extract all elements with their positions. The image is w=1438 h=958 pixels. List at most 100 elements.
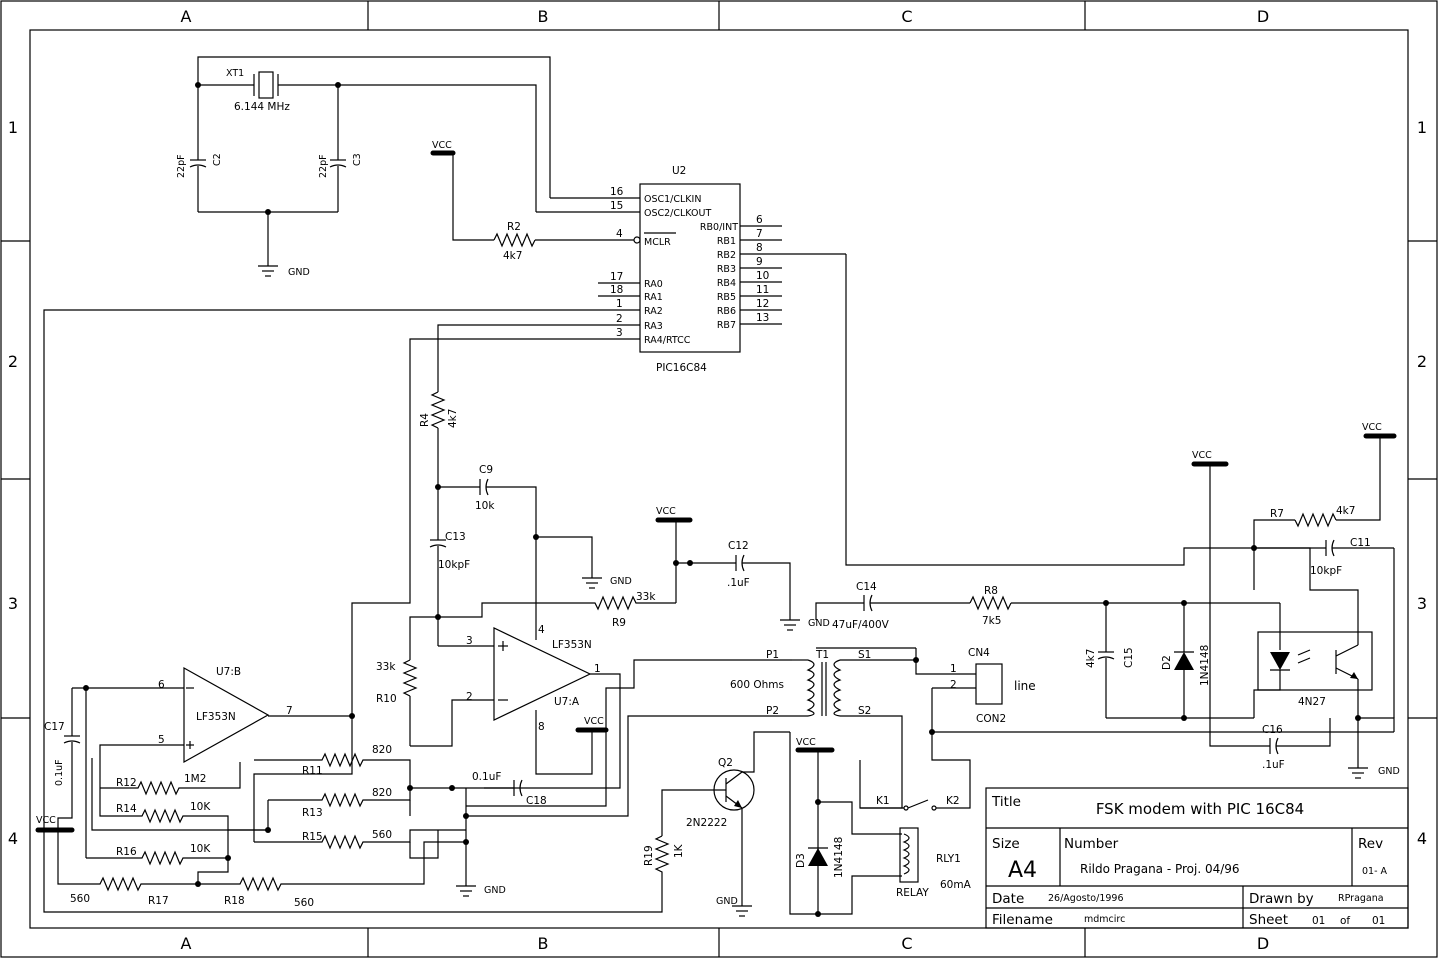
u2-pin18-name: RA1 (644, 292, 663, 303)
r13-ref: R13 (302, 807, 323, 819)
r10-resistor: 33k R10 (376, 659, 494, 747)
gnd-label-q2: GND (716, 896, 738, 907)
row-label-3-right: 3 (1417, 594, 1427, 613)
u2-pin10-name: RB4 (717, 278, 736, 289)
reset-network: VCC R2 4k7 (430, 140, 598, 262)
column-labels: A B C D A B C D (181, 7, 1270, 953)
c18-ref: C18 (526, 795, 547, 807)
u2-pin17-name: RA0 (644, 279, 663, 290)
u2-pin4-name: MCLR (644, 237, 671, 248)
r4-ref: R4 (419, 413, 431, 427)
cn4-label: line (1014, 679, 1036, 693)
c18-value: 0.1uF (472, 771, 501, 783)
r15-value: 560 (372, 829, 392, 841)
u2-pin3-number: 3 (616, 327, 623, 339)
resistor-network: R11 820 R12 1M2 R13 820 R14 10K R15 560 … (57, 659, 792, 909)
r19-value: 1K (673, 843, 685, 858)
column-label-b: B (538, 7, 549, 26)
c12-ref: C12 (728, 540, 749, 552)
r12-ref: R12 (116, 777, 137, 789)
u2-pin11-number: 11 (756, 284, 769, 296)
title-block: Title FSK modem with PIC 16C84 Size A4 N… (985, 787, 1409, 929)
u7a-part: LF353N (552, 639, 592, 651)
row-label-1: 1 (8, 118, 18, 137)
u7b-ref: U7:B (216, 666, 241, 678)
r4-value: 4k7 (447, 409, 459, 428)
u2-ref: U2 (672, 165, 686, 177)
row-label-2: 2 (8, 352, 18, 371)
r16-ref: R16 (116, 846, 137, 858)
c2-value: 22pF (176, 154, 187, 178)
opamp-u7b: U7:B LF353N 6 5 7 (72, 666, 355, 858)
u2-pin4-number: 4 (616, 228, 623, 240)
transformer-t1: P1 P2 T1 S1 S2 600 Ohms (730, 649, 916, 809)
q2-part: 2N2222 (686, 817, 727, 829)
drawn-by-label: Drawn by (1249, 891, 1314, 907)
size-label: Size (992, 836, 1020, 852)
d2-part: 1N4148 (1199, 645, 1211, 686)
vcc-label-reset: VCC (432, 140, 452, 151)
r11-value: 820 (372, 744, 392, 756)
u2-pin1-number: 1 (616, 298, 623, 310)
d3-ref: D3 (795, 853, 807, 868)
u2-part: PIC16C84 (656, 362, 707, 374)
filename-value: mdmcirc (1084, 914, 1125, 925)
row-label-2-right: 2 (1417, 352, 1427, 371)
r2-ref: R2 (507, 221, 521, 233)
date-label: Date (992, 891, 1024, 907)
sheet-label: Sheet (1249, 912, 1288, 928)
oscillator-section: XT1 6.144 MHz 22pF C2 22pF C3 GND (176, 56, 551, 278)
r13-value: 820 (372, 787, 392, 799)
size-value: A4 (1008, 858, 1037, 883)
coupling-caps: C17 0.1uF VCC 0.1uF C18 (35, 688, 547, 833)
tx-wire (43, 830, 663, 913)
transistor-q2: GND Q2 2N2222 R19 1K (643, 731, 790, 917)
d3-part: 1N4148 (833, 837, 845, 878)
u2-pin8-name: RB2 (717, 250, 736, 261)
c12-value: .1uF (727, 577, 750, 589)
r9-value: 33k (636, 591, 656, 603)
column-label-d: D (1257, 7, 1269, 26)
r17-value: 560 (70, 893, 90, 905)
signal-wires (43, 254, 1254, 830)
row-label-4-right: 4 (1417, 829, 1427, 848)
c16-ref: C16 (1262, 724, 1283, 736)
vcc-label-relay: VCC (796, 737, 816, 748)
rev-label: Rev (1358, 836, 1383, 852)
u7a-ref: U7:A (554, 696, 580, 708)
r11-ref: R11 (302, 765, 323, 777)
sheet-of-label: of (1340, 915, 1350, 927)
u2-pin1-name: RA2 (644, 306, 663, 317)
row-label-4: 4 (8, 829, 18, 848)
gnd-label-u7a: GND (610, 576, 632, 587)
cn4-pin2: 2 (950, 679, 957, 691)
u7a-pin-out: 1 (594, 663, 601, 675)
c3-ref: C3 (352, 153, 363, 166)
cn4-pin1: 1 (950, 663, 957, 675)
t1-ref: T1 (815, 649, 829, 661)
q2-ref: Q2 (718, 757, 733, 769)
u2-pin3-name: RA4/RTCC (644, 335, 691, 346)
r10-ref: R10 (376, 693, 397, 705)
u2-pin13-number: 13 (756, 312, 769, 324)
u2-pin7-name: RB1 (717, 236, 736, 247)
u2-pin6-name: RB0/INT (700, 222, 738, 233)
r18-value: 560 (294, 897, 314, 909)
column-label-c-bottom: C (901, 934, 912, 953)
u2-pin16-name: OSC1/CLKIN (644, 194, 701, 205)
u2-pin15-name: OSC2/CLKOUT (644, 208, 711, 219)
vcc-label-r7: VCC (1362, 422, 1382, 433)
u2-pin15-number: 15 (610, 200, 623, 212)
r10-value: 33k (376, 661, 396, 673)
u2-pin2-name: RA3 (644, 321, 663, 332)
u2-pin7-number: 7 (756, 228, 763, 240)
u7a-pin-gnd: 8 (538, 721, 545, 733)
u2-pin18-number: 18 (610, 284, 623, 296)
column-label-c: C (901, 7, 912, 26)
r2-value: 4k7 (503, 250, 522, 262)
rx-protection: 4k7 C15 D2 1N4148 (1085, 600, 1254, 721)
cn4-ref: CN4 (968, 647, 990, 659)
u7a-pin-minus: 2 (466, 691, 473, 703)
